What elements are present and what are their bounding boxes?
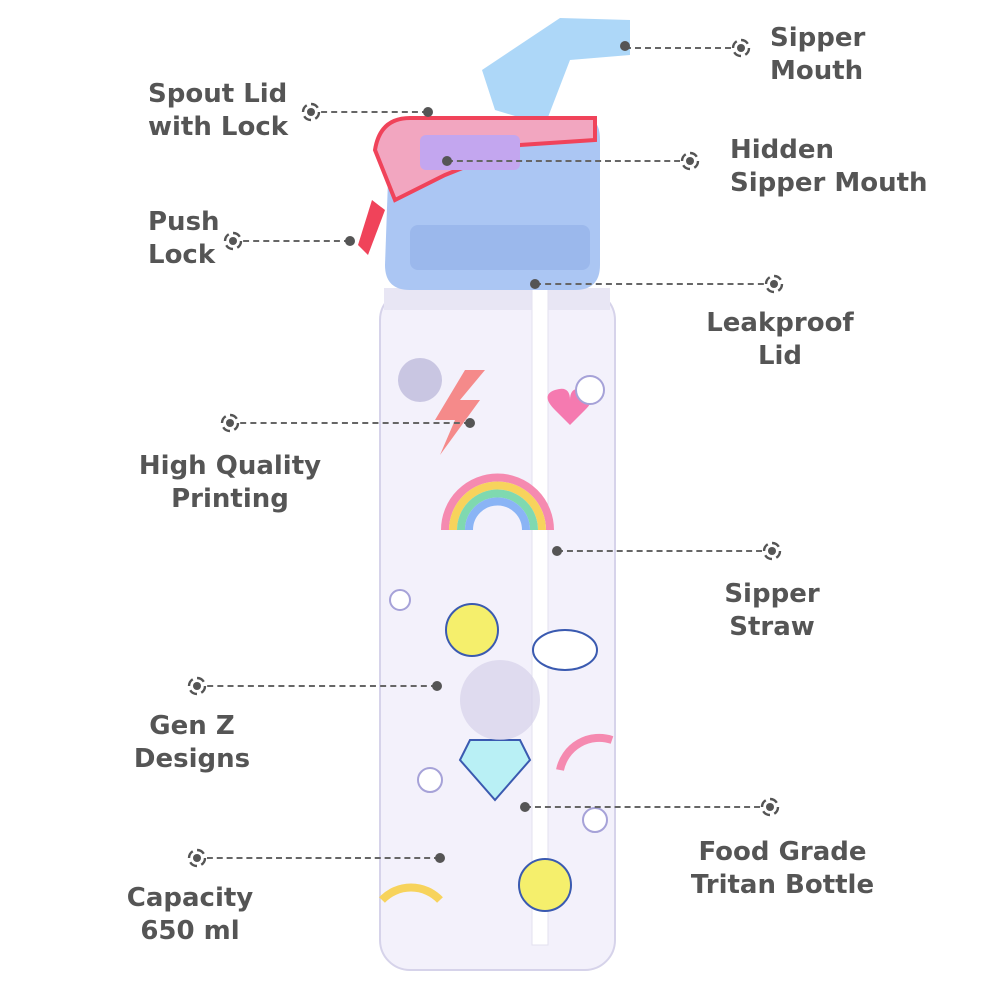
anchor-dot-hidden-sipper [442,156,452,166]
anchor-dot-genz [432,681,442,691]
anchor-dot-push-lock [345,236,355,246]
target-marker-icon [187,676,207,696]
target-marker-icon [680,151,700,171]
leader-line-tritan [525,806,770,808]
target-marker-icon [223,231,243,251]
target-marker-icon [220,413,240,433]
leader-line-genz [197,685,437,687]
target-marker-icon [301,102,321,122]
push-lock [358,200,385,255]
straw-top [482,18,630,125]
leader-line-push-lock [233,240,350,242]
anchor-dot-spout-lid [423,107,433,117]
grip-pattern [410,225,590,270]
anchor-dot-sipper-mouth [620,41,630,51]
anchor-dot-capacity [435,853,445,863]
print-designs [379,358,614,912]
leader-line-printing [230,422,470,424]
target-marker-icon [187,848,207,868]
leader-line-hidden-sipper [447,160,690,162]
leader-line-sipper-mouth [625,47,741,49]
target-marker-icon [762,541,782,561]
inner-straw [531,284,549,946]
target-marker-icon [760,797,780,817]
anchor-dot-sipper-straw [552,546,562,556]
hidden-sipper-mouth [420,135,520,170]
target-marker-icon [764,274,784,294]
leader-line-leakproof-lid [535,283,774,285]
anchor-dot-printing [465,418,475,428]
leader-line-spout-lid [311,111,428,113]
leader-line-capacity [197,857,440,859]
anchor-dot-tritan [520,802,530,812]
target-marker-icon [731,38,751,58]
anchor-dot-leakproof-lid [530,279,540,289]
leader-line-sipper-straw [557,550,772,552]
